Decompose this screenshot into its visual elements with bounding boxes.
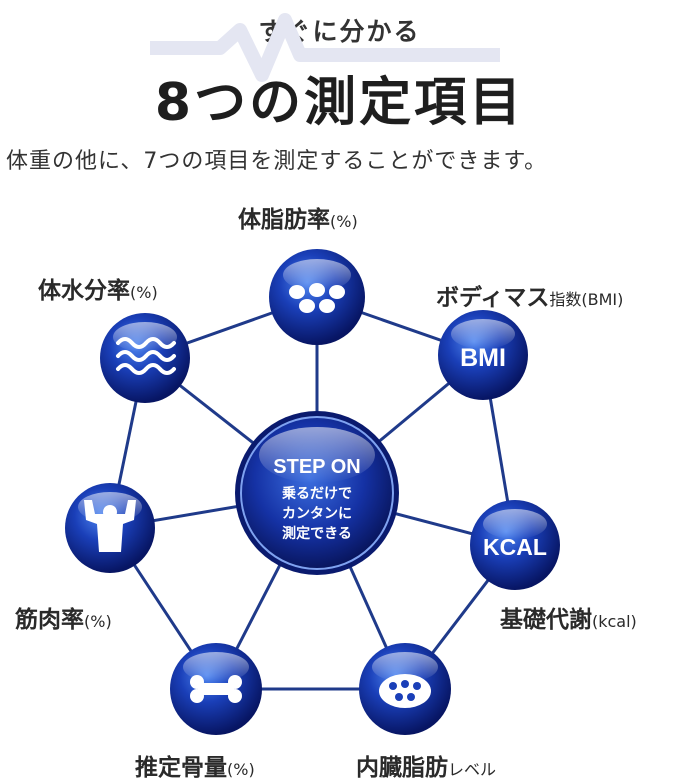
label-bone-mass: 推定骨量(%) xyxy=(135,755,255,781)
node-visceral-fat xyxy=(359,643,451,735)
center-line-1: STEP ON xyxy=(273,456,360,478)
label-basal-metabolism: 基礎代謝(kcal) xyxy=(500,607,637,633)
label-muscle: 筋肉率(%) xyxy=(15,607,112,633)
label-visceral-fat: 内臓脂肪レベル xyxy=(356,755,497,781)
center-line-3: カンタンに xyxy=(282,506,352,522)
dots-icon xyxy=(289,283,345,313)
bone-icon xyxy=(190,675,242,703)
node-kcal: KCAL xyxy=(470,500,560,590)
node-body-fat xyxy=(269,249,365,345)
label-body-fat: 体脂肪率(%) xyxy=(238,207,358,233)
node-body-water xyxy=(100,313,190,403)
heartbeat-decoration xyxy=(150,13,500,82)
page-title: 8つの測定項目 xyxy=(154,73,525,133)
bmi-icon-text: BMI xyxy=(460,344,506,372)
organ-dots-icon xyxy=(379,674,431,708)
center-line-2: 乗るだけで xyxy=(281,485,352,502)
center-line-4: 測定できる xyxy=(282,525,352,542)
step-on-center-node: STEP ON 乗るだけで カンタンに 測定できる xyxy=(235,411,399,575)
node-muscle xyxy=(65,483,155,573)
wave-icon xyxy=(116,337,176,375)
muscle-icon xyxy=(84,500,136,552)
label-body-water: 体水分率(%) xyxy=(38,278,158,304)
node-bone-mass xyxy=(170,643,262,735)
label-bmi: ボディマス指数(BMI) xyxy=(436,285,624,311)
node-bmi: BMI xyxy=(438,310,528,400)
description: 体重の他に、7つの項目を測定することができます。 xyxy=(6,149,548,174)
kcal-icon-text: KCAL xyxy=(483,534,547,560)
